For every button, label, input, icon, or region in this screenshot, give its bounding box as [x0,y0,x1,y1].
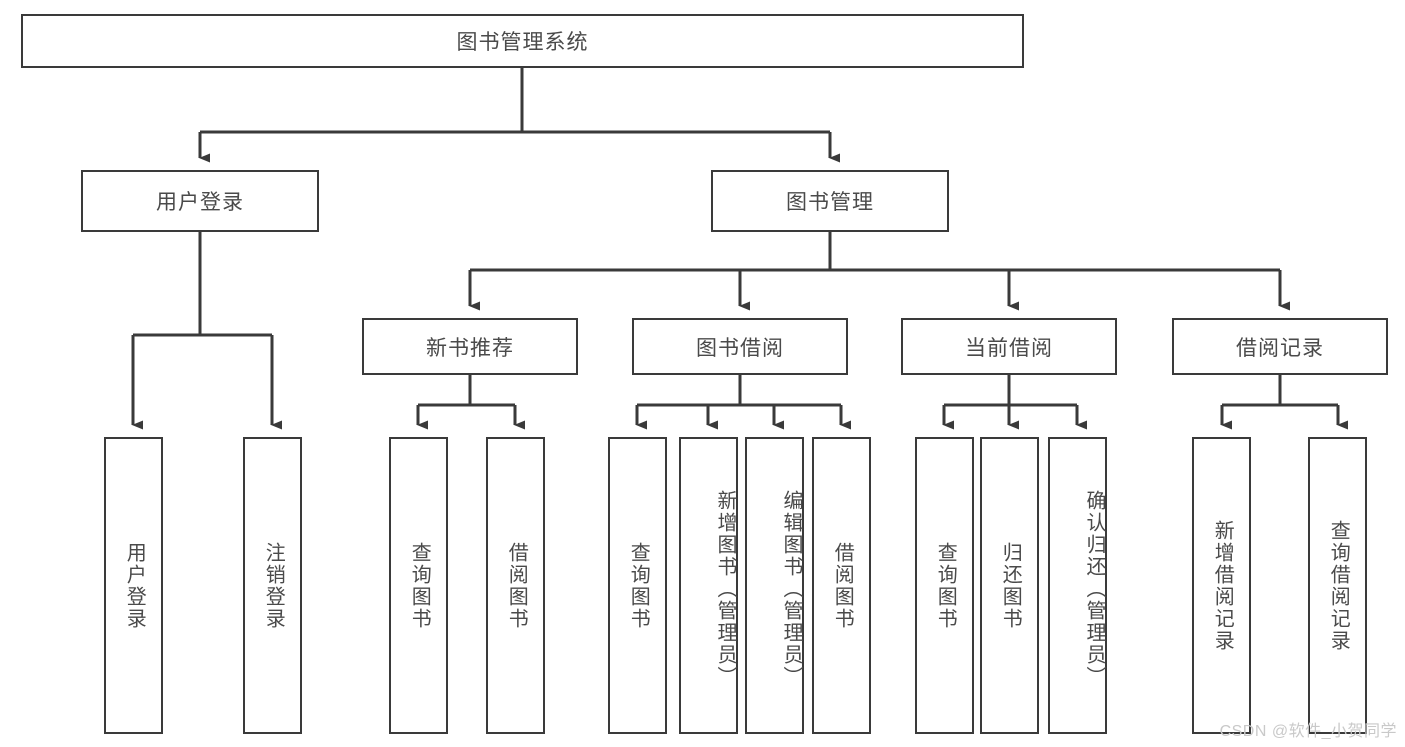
leaf-borrow-books[interactable]: 借阅图书 [812,437,871,734]
node-label: 新书推荐 [426,336,514,360]
leaf-query-borrowing-record[interactable]: 查询借阅记录 [1308,437,1367,734]
node-label: 查询图书 [934,541,957,630]
node-label: 借阅图书 [831,541,854,630]
leaf-logout[interactable]: 注销登录 [243,437,302,734]
node-root-library-management-system[interactable]: 图书管理系统 [21,14,1024,68]
node-label: 用户登录 [123,541,146,630]
leaf-borrow-books-recommendation[interactable]: 借阅图书 [486,437,545,734]
leaf-edit-book-admin[interactable]: 编辑图书（管理员） [745,437,804,734]
node-new-book-recommendation[interactable]: 新书推荐 [362,318,578,375]
node-book-management[interactable]: 图书管理 [711,170,949,232]
node-book-borrowing[interactable]: 图书借阅 [632,318,848,375]
node-label: 借阅图书 [505,541,528,630]
node-label: 图书管理 [786,191,874,214]
node-label: 注销登录 [262,541,285,630]
node-label: 借阅记录 [1236,336,1324,360]
node-label: 用户登录 [156,191,244,214]
node-label: 查询图书 [408,541,431,630]
node-borrowing-records[interactable]: 借阅记录 [1172,318,1388,375]
leaf-query-books-recommendation[interactable]: 查询图书 [389,437,448,734]
leaf-query-books-current[interactable]: 查询图书 [915,437,974,734]
node-current-borrowing[interactable]: 当前借阅 [901,318,1117,375]
node-label: 归还图书 [999,541,1022,630]
leaf-add-book-admin[interactable]: 新增图书（管理员） [679,437,738,734]
leaf-confirm-return-admin[interactable]: 确认归还（管理员） [1048,437,1107,734]
node-user-login[interactable]: 用户登录 [81,170,319,232]
node-label: 新增借阅记录 [1211,519,1234,652]
node-label: 确认归还（管理员） [1083,489,1105,688]
csdn-watermark: CSDN @软件_小贺同学 [1219,723,1397,740]
leaf-add-borrowing-record[interactable]: 新增借阅记录 [1192,437,1251,734]
node-label: 当前借阅 [965,336,1053,360]
leaf-user-login[interactable]: 用户登录 [104,437,163,734]
node-label: 查询借阅记录 [1327,519,1350,652]
node-label: 编辑图书（管理员） [780,489,802,688]
node-label: 图书借阅 [696,336,784,360]
leaf-return-books[interactable]: 归还图书 [980,437,1039,734]
node-label: 图书管理系统 [456,31,589,54]
node-label: 新增图书（管理员） [714,489,736,688]
leaf-query-books-borrowing[interactable]: 查询图书 [608,437,667,734]
node-label: 查询图书 [627,541,650,630]
